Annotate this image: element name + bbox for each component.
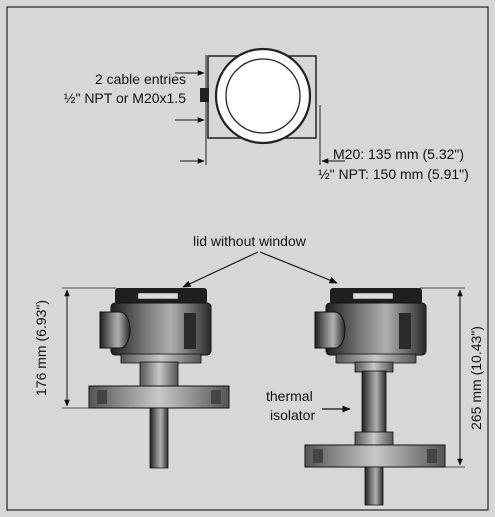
top-view: 2 cable entries ½" NPT or M20x1.5 M20: 1… <box>64 47 469 182</box>
figure-frame <box>6 6 489 511</box>
cable-entry-gland <box>200 88 209 102</box>
housing-lid-top <box>214 47 312 145</box>
dimension-label-npt: ½" NPT: 150 mm (5.91") <box>318 166 469 182</box>
cable-entries-label-line2: ½" NPT or M20x1.5 <box>64 90 186 106</box>
device-thermal-isolator <box>304 288 446 506</box>
flange-bolt-right-1 <box>313 449 323 463</box>
side-entry-left <box>184 313 196 349</box>
neck-left <box>139 361 179 388</box>
thermal-label-line1: thermal <box>266 388 313 404</box>
flange-bolt-left-1 <box>97 390 107 404</box>
label-plate-right <box>352 292 394 300</box>
left-height-label: 176 mm (6.93") <box>33 300 49 396</box>
lid-inner-ring <box>225 58 301 134</box>
cable-entry-left <box>99 311 131 349</box>
cable-entries-label-line1: 2 cable entries <box>95 71 186 87</box>
side-entry-right <box>399 313 411 349</box>
dimension-label-m20: M20: 135 mm (5.32") <box>333 146 464 162</box>
probe-right <box>364 466 384 506</box>
lid-without-window-label: lid without window <box>193 233 307 249</box>
flange-bolt-right-2 <box>427 449 437 463</box>
device-standard <box>88 288 230 469</box>
cable-entry-right <box>314 311 346 349</box>
flange-right <box>304 444 446 468</box>
right-height-label: 265 mm (10.43") <box>468 326 484 430</box>
label-plate-left <box>137 292 179 300</box>
neck-right <box>354 361 394 373</box>
lid-arrow-left <box>182 251 259 288</box>
thermal-label-line2: isolator <box>270 407 315 423</box>
lid-arrow-right <box>259 251 338 284</box>
flange-left <box>88 385 230 409</box>
flange-bolt-left-2 <box>211 390 221 404</box>
isolator-base <box>354 431 394 447</box>
thermal-isolator-body <box>361 370 387 434</box>
probe-left <box>149 407 169 469</box>
